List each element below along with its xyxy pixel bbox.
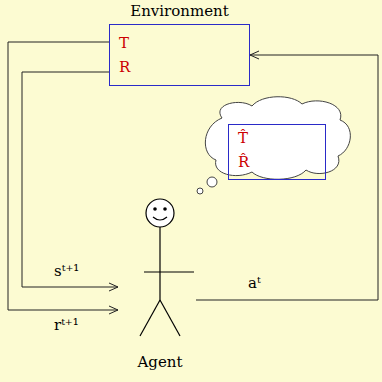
signal-label: sᵗ⁺¹ <box>52 262 81 280</box>
signal-label: rᵗ⁺¹ <box>52 316 81 334</box>
stick-figure <box>118 196 202 346</box>
symbol-text: R̂ <box>238 150 316 174</box>
flow-arrow <box>8 42 118 314</box>
agent-label: Agent <box>118 350 202 374</box>
thought-dot <box>207 177 217 187</box>
thought-dot <box>197 188 203 194</box>
flow-arrow <box>22 72 118 291</box>
symbol-text: T̂ <box>238 126 316 150</box>
agent-figure: Agent <box>118 196 202 378</box>
model-box: T̂R̂ <box>228 124 326 180</box>
heading: Environment <box>110 0 249 23</box>
symbol-text: T <box>119 31 240 55</box>
thought-cloud <box>205 97 350 180</box>
flow-arrow <box>196 51 378 300</box>
model-box: EnvironmentTR <box>109 24 250 86</box>
symbol-text: R <box>119 55 240 79</box>
signal-label: aᵗ <box>246 274 263 292</box>
